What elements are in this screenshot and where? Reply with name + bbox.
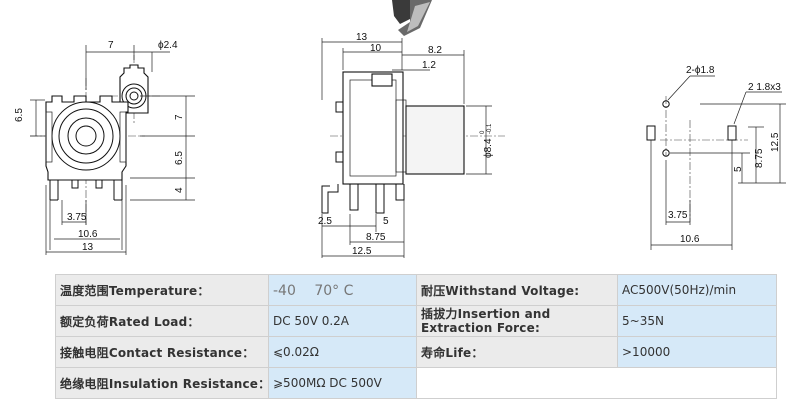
side-dim-5: 5 (383, 216, 389, 227)
front-dim-7-top: 7 (108, 40, 114, 51)
spec-table: 温度范围Temperature： -40 70° C 耐压Withstand V… (55, 274, 777, 399)
pcb-dim-12-5: 12.5 (770, 132, 781, 152)
contact-value: ⩽0.02Ω (268, 336, 417, 368)
side-dim-8-2: 8.2 (428, 45, 442, 56)
temperature-label: 温度范围Temperature： (55, 274, 269, 306)
pcb-dim-slot: 2 1.8x3 (748, 82, 781, 93)
pcb-dim-10-6: 10.6 (680, 234, 700, 245)
side-dim-12-5: 12.5 (352, 246, 372, 257)
side-dim-2-5: 2.5 (318, 216, 332, 227)
side-view: 13 10 8.2 1.2 ϕ8.4 0-0.1 2.5 5 8.75 12.5 (318, 32, 505, 258)
side-dim-dia-tolerance: 0-0.1 (480, 123, 493, 134)
life-label: 寿命Life： (416, 336, 618, 368)
top-image-fragment (392, 0, 432, 36)
front-dim-pin-dia: ϕ2.4 (158, 40, 178, 51)
pcb-dim-5: 5 (733, 166, 744, 172)
side-dim-8-75: 8.75 (366, 232, 386, 243)
life-value: >10000 (617, 336, 777, 368)
side-dim-10: 10 (370, 43, 382, 54)
rated-load-value: DC 50V 0.2A (268, 305, 417, 337)
front-dim-3-75: 3.75 (67, 212, 87, 223)
front-view: 7 ϕ2.4 6.5 7 6.5 4 3.75 10.6 13 (14, 40, 195, 255)
insertion-value: 5~35N (617, 305, 777, 337)
pcb-dim-3-75: 3.75 (668, 210, 688, 221)
front-dim-6-5-left: 6.5 (14, 108, 25, 122)
withstand-label: 耐压Withstand Voltage: (416, 274, 618, 306)
insertion-label: 插拔力Insertion and Extraction Force: (416, 305, 618, 337)
withstand-value: AC500V(50Hz)/min (617, 274, 777, 306)
front-dim-7-right: 7 (174, 114, 185, 120)
front-dim-4: 4 (174, 187, 185, 193)
pcb-footprint-view: 2-ϕ1.8 2 1.8x3 12.5 8.75 5 3.75 10.6 (646, 65, 786, 250)
technical-drawing: 7 ϕ2.4 6.5 7 6.5 4 3.75 10.6 13 (14, 0, 786, 258)
empty-cell (416, 367, 777, 399)
insulation-label: 绝缘电阻Insulation Resistance： (55, 367, 269, 399)
table-row: 额定负荷Rated Load： DC 50V 0.2A 插拔力Insertion… (55, 305, 777, 337)
side-dim-1-2: 1.2 (422, 60, 436, 71)
temperature-value: -40 70° C (268, 274, 417, 306)
side-dim-13: 13 (356, 32, 368, 43)
pcb-dim-8-75: 8.75 (754, 148, 765, 168)
insulation-value: ⩾500MΩ DC 500V (268, 367, 417, 399)
table-row: 温度范围Temperature： -40 70° C 耐压Withstand V… (55, 274, 777, 306)
front-dim-6-5-right: 6.5 (174, 151, 185, 165)
front-dim-13: 13 (82, 242, 94, 253)
side-dim-dia-8-4: ϕ8.4 (483, 138, 494, 158)
life-value-text: >10000 (622, 345, 671, 359)
pcb-dim-hole-dia: 2-ϕ1.8 (686, 65, 715, 76)
table-row: 接触电阻Contact Resistance： ⩽0.02Ω 寿命Life： >… (55, 336, 777, 368)
table-row: 绝缘电阻Insulation Resistance： ⩾500MΩ DC 500… (55, 367, 777, 399)
contact-label: 接触电阻Contact Resistance： (55, 336, 269, 368)
front-dim-10-6: 10.6 (78, 229, 98, 240)
rated-load-label: 额定负荷Rated Load： (55, 305, 269, 337)
